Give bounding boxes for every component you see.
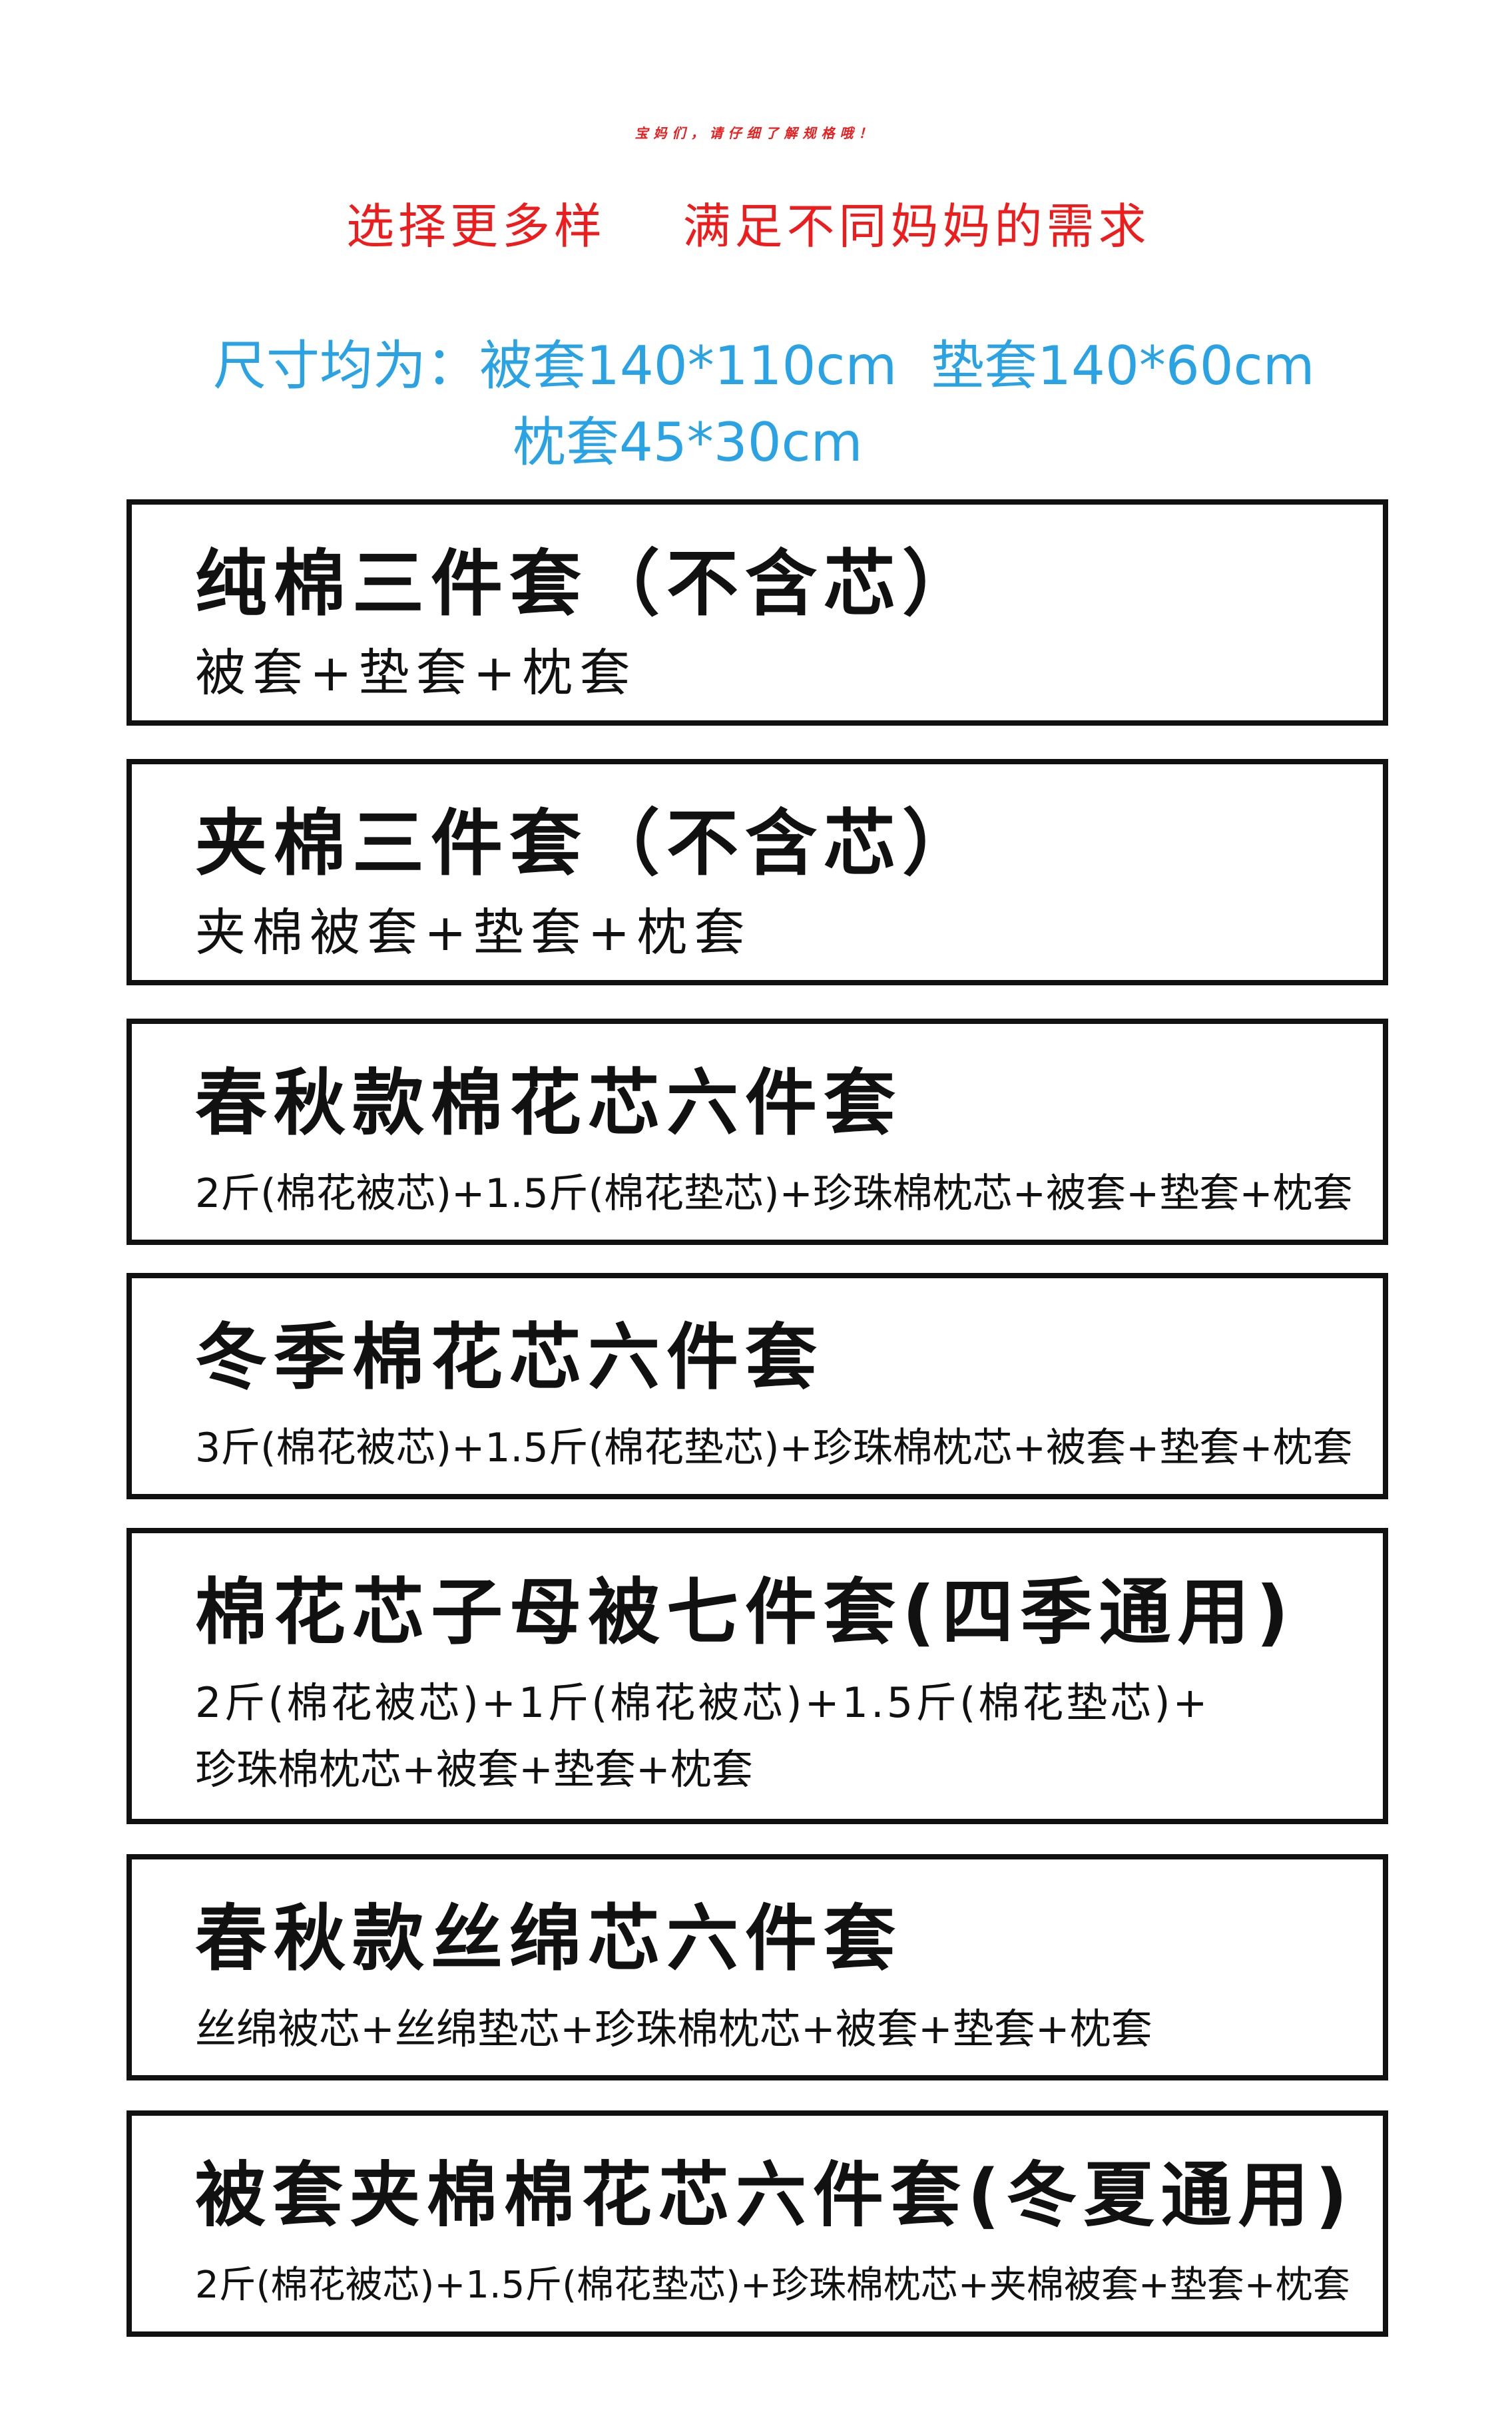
product-title: 春秋款棉花芯六件套	[195, 1062, 903, 1145]
product-box-2: 夹棉三件套（不含芯） 夹棉被套+垫套+枕套	[126, 759, 1388, 985]
product-description: 被套+垫套+枕套	[195, 643, 637, 702]
product-box-6: 春秋款丝绵芯六件套 丝绵被芯+丝绵垫芯+珍珠棉枕芯+被套+垫套+枕套	[126, 1854, 1388, 2080]
product-description: 夹棉被套+垫套+枕套	[195, 903, 752, 962]
product-description-line-2: 珍珠棉枕芯+被套+垫套+枕套	[195, 1745, 753, 1794]
page-title: 宝妈们，请仔细了解规格哦！	[634, 125, 878, 141]
page-subtitle: 选择更多样 满足不同妈妈的需求	[346, 198, 1150, 254]
product-description: 3斤(棉花被芯)+1.5斤(棉花垫芯)+珍珠棉枕芯+被套+垫套+枕套	[195, 1425, 1353, 1471]
product-title: 棉花芯子母被七件套(四季通用)	[195, 1571, 1296, 1654]
product-box-5: 棉花芯子母被七件套(四季通用) 2斤(棉花被芯)+1斤(棉花被芯)+1.5斤(棉…	[126, 1528, 1388, 1824]
product-title: 冬季棉花芯六件套	[195, 1316, 824, 1399]
product-box-4: 冬季棉花芯六件套 3斤(棉花被芯)+1.5斤(棉花垫芯)+珍珠棉枕芯+被套+垫套…	[126, 1273, 1388, 1499]
product-title: 春秋款丝绵芯六件套	[195, 1897, 903, 1981]
product-box-3: 春秋款棉花芯六件套 2斤(棉花被芯)+1.5斤(棉花垫芯)+珍珠棉枕芯+被套+垫…	[126, 1019, 1388, 1245]
size-info-line-1: 尺寸均为：被套140*110cm 垫套140*60cm	[213, 335, 1315, 397]
product-description: 2斤(棉花被芯)+1.5斤(棉花垫芯)+珍珠棉枕芯+被套+垫套+枕套	[195, 1170, 1353, 1217]
size-info-line-2: 枕套45*30cm	[513, 411, 863, 473]
product-title: 纯棉三件套（不含芯）	[195, 543, 981, 626]
product-description-line-1: 2斤(棉花被芯)+1斤(棉花被芯)+1.5斤(棉花垫芯)+	[195, 1678, 1210, 1727]
product-box-7: 被套夹棉棉花芯六件套(冬夏通用) 2斤(棉花被芯)+1.5斤(棉花垫芯)+珍珠棉…	[126, 2110, 1388, 2337]
product-title: 夹棉三件套（不含芯）	[195, 802, 981, 885]
product-description: 2斤(棉花被芯)+1.5斤(棉花垫芯)+珍珠棉枕芯+夹棉被套+垫套+枕套	[195, 2264, 1350, 2307]
product-box-1: 纯棉三件套（不含芯） 被套+垫套+枕套	[126, 499, 1388, 726]
product-description: 丝绵被芯+丝绵垫芯+珍珠棉枕芯+被套+垫套+枕套	[195, 2005, 1152, 2053]
product-title: 被套夹棉棉花芯六件套(冬夏通用)	[195, 2154, 1354, 2236]
